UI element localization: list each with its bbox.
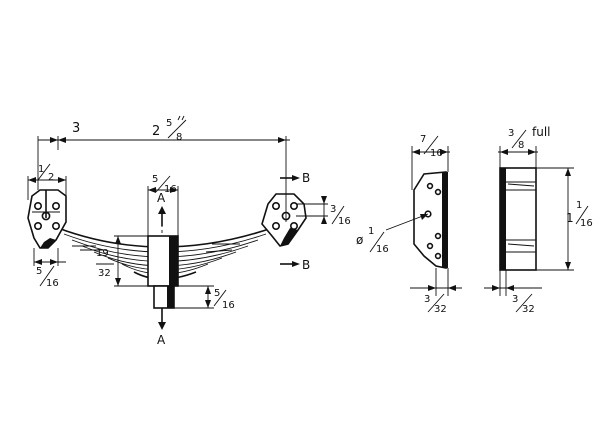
dim-overall-num: 5 — [166, 118, 172, 129]
dim-bracket-base-den: 16 — [46, 278, 59, 289]
dim-right-hole-den: 16 — [338, 216, 351, 227]
right-bracket — [261, 193, 307, 247]
bracket-side-view: 7 16 ø 1 16 3 32 — [356, 134, 462, 315]
dim-end-height-num: 1 — [576, 200, 582, 211]
dim-end-width-num: 3 — [508, 128, 514, 139]
dim-axle-block-num: 5 — [152, 174, 158, 185]
axle-block-dimension: 5 16 — [147, 174, 179, 236]
dim-hole-dia-num: 1 — [368, 226, 374, 237]
dim-end-base-num: 3 — [512, 294, 518, 305]
dim-end-height-den: 16 — [580, 218, 593, 229]
right-hole-dimension: 3 16 — [296, 196, 351, 227]
dim-end-base-den: 32 — [522, 304, 535, 315]
bracket-base-dimension: 5 16 — [33, 248, 66, 289]
section-a-top-label: A — [157, 191, 166, 205]
dim-bracket-width-num: 1 — [38, 164, 44, 175]
dim-hole-dia-den: 16 — [376, 244, 389, 255]
section-a: A A — [157, 191, 166, 347]
overall-dimension: 3 2 5 8 — [37, 115, 290, 196]
dim-hole-dia-prefix: ø — [356, 233, 363, 247]
axle-block — [147, 235, 179, 309]
dim-overall-den: 8 — [176, 132, 182, 143]
section-b-bottom-label: B — [302, 258, 310, 272]
dim-side-base-num: 3 — [424, 294, 430, 305]
dim-side-width-num: 7 — [420, 134, 426, 145]
dim-right-hole-num: 3 — [330, 204, 336, 215]
dim-stub-num: 5 — [214, 288, 220, 299]
section-b: B B — [280, 171, 310, 272]
dim-axle-block-den: 16 — [164, 184, 177, 195]
dim-overall-whole: 2 — [152, 124, 160, 139]
bracket-width-dimension: 1 2 — [27, 163, 67, 200]
dim-spring-height-num: 19 — [96, 248, 109, 259]
dim-side-base-den: 32 — [434, 304, 447, 315]
dim-end-width-den: 8 — [518, 140, 524, 151]
dim-end-width-suffix: full — [532, 125, 551, 139]
dim-spring-height-den: 32 — [98, 268, 111, 279]
dim-bracket-width-den: 2 — [48, 172, 54, 183]
left-bracket — [27, 189, 67, 249]
stub-dimension: 5 16 — [174, 285, 235, 311]
section-b-top-label: B — [302, 171, 310, 185]
section-a-bottom-label: A — [157, 333, 166, 347]
dim-side-width-den: 16 — [430, 148, 443, 159]
dim-end-height-whole: 1 — [566, 211, 574, 225]
dim-stub-den: 16 — [222, 300, 235, 311]
spring-front-view: 3 2 5 8 1 2 5 16 — [27, 115, 351, 347]
dim-left-offset: 3 — [72, 121, 80, 136]
bracket-end-view: 3 8 full 1 1 16 3 32 — [484, 125, 593, 315]
dim-bracket-base-num: 5 — [36, 266, 42, 277]
spring-height-dimension: 19 32 — [96, 235, 148, 287]
